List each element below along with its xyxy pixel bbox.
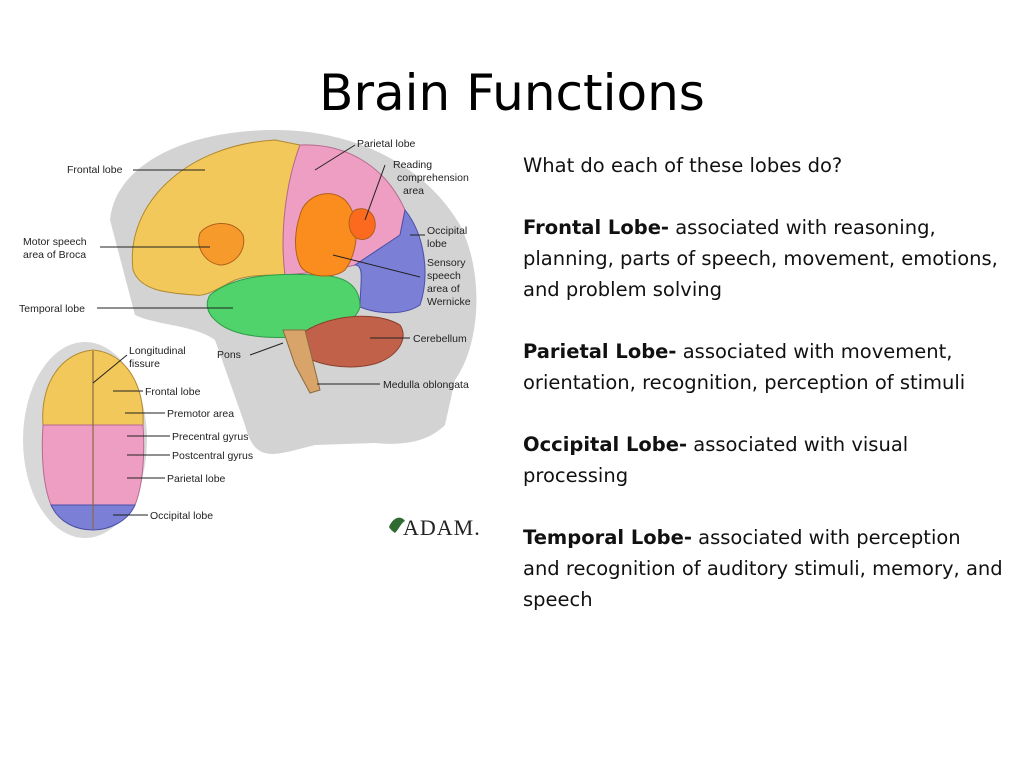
leaf-icon — [389, 517, 405, 533]
wernicke-area-region — [295, 193, 357, 277]
label-parietal-lobe: Parietal lobe — [357, 138, 416, 150]
label-motor-speech-2: area of Broca — [23, 249, 86, 261]
occipital-lobe-region — [353, 208, 426, 314]
lobe-name: Temporal Lobe- — [523, 526, 692, 549]
label-precentral: Precentral gyrus — [172, 431, 248, 443]
slide-title: Brain Functions — [319, 64, 705, 122]
lobe-frontal: Frontal Lobe- associated with reasoning,… — [523, 212, 1003, 305]
label-medulla: Medulla oblongata — [383, 379, 469, 391]
reading-area-region — [348, 208, 376, 240]
label-occipital-1: Occipital — [427, 225, 467, 237]
label-cerebellum: Cerebellum — [413, 333, 467, 345]
lobe-desc: associated with movement, orientation, r… — [523, 340, 966, 394]
lobe-name: Occipital Lobe- — [523, 433, 688, 456]
slide-content: What do each of these lobes do? Frontal … — [523, 150, 1003, 646]
lobe-desc: associated with visual processing — [523, 433, 909, 487]
label-pons: Pons — [217, 349, 241, 361]
label-reading-2: comprehension — [397, 172, 469, 184]
brain-diagram: Frontal lobe Parietal lobe Reading compr… — [15, 125, 485, 545]
label-occipital-2: lobe — [427, 238, 447, 250]
lobe-parietal: Parietal Lobe- associated with movement,… — [523, 336, 1003, 398]
label-longitudinal-1: Longitudinal — [129, 345, 186, 357]
intro-text: What do each of these lobes do? — [523, 154, 843, 177]
broca-area-region — [198, 223, 245, 266]
brainstem-region — [282, 329, 321, 394]
label-top-frontal: Frontal lobe — [145, 386, 201, 398]
label-reading-3: area — [403, 185, 424, 197]
lobe-desc: associated with perception and recogniti… — [523, 526, 1003, 611]
lobe-occipital: Occipital Lobe- associated with visual p… — [523, 429, 1003, 491]
label-sensory-2: speech — [427, 270, 461, 282]
lobe-name: Frontal Lobe- — [523, 216, 670, 239]
adam-logo: ADAM. — [389, 515, 481, 540]
label-temporal-lobe: Temporal lobe — [19, 303, 85, 315]
lobe-desc: associated with reasoning, planning, par… — [523, 216, 998, 301]
logo-text: ADAM. — [403, 515, 481, 540]
label-sensory-1: Sensory — [427, 257, 466, 269]
label-frontal-lobe: Frontal lobe — [67, 164, 123, 176]
leader-lines — [92, 144, 425, 516]
cerebellum-region — [299, 315, 404, 368]
label-longitudinal-2: fissure — [129, 358, 160, 370]
label-postcentral: Postcentral gyrus — [172, 450, 253, 462]
label-top-parietal: Parietal lobe — [167, 473, 226, 485]
label-sensory-3: area of — [427, 283, 460, 295]
label-premotor: Premotor area — [167, 408, 234, 420]
label-top-occipital: Occipital lobe — [150, 510, 213, 522]
brain-diagram-svg: Frontal lobe Parietal lobe Reading compr… — [19, 130, 481, 540]
label-reading-1: Reading — [393, 159, 432, 171]
label-motor-speech-1: Motor speech — [23, 236, 87, 248]
lobe-name: Parietal Lobe- — [523, 340, 677, 363]
label-sensory-4: Wernicke — [427, 296, 471, 308]
lobe-temporal: Temporal Lobe- associated with perceptio… — [523, 522, 1003, 615]
